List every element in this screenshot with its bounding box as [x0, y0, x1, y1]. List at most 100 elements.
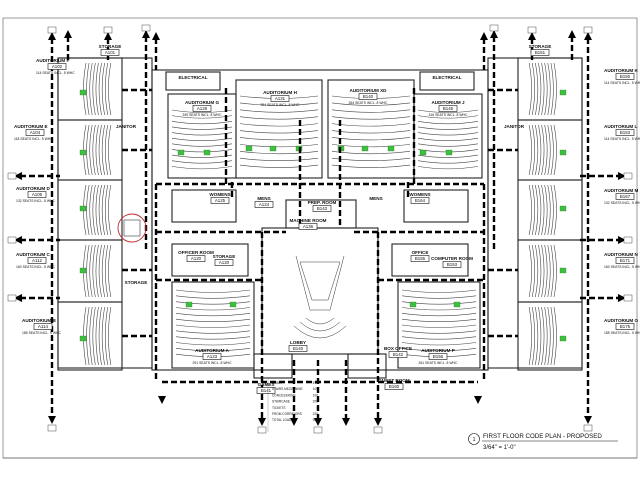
svg-text:MACHINE ROOM: MACHINE ROOM: [289, 218, 326, 223]
revision-cloud-marker: [117, 213, 147, 243]
svg-text:961: 961: [313, 418, 319, 422]
svg-text:CONCESSIONS: CONCESSIONS: [272, 393, 296, 397]
svg-text:339 SEATS INCL. 8 WHC: 339 SEATS INCL. 8 WHC: [183, 113, 222, 117]
egress-paths: [7, 24, 633, 434]
svg-text:B156: B156: [433, 354, 444, 359]
svg-text:TICKETS: TICKETS: [272, 406, 285, 410]
legend-row: STAIRS MEZZANINE 100: [272, 387, 318, 391]
building-walls: [57, 57, 583, 379]
svg-text:A120: A120: [191, 256, 202, 261]
svg-text:510: 510: [313, 381, 319, 385]
svg-text:AUDITORIUM G: AUDITORIUM G: [185, 100, 220, 105]
svg-text:STAIRS MEZZANINE: STAIRS MEZZANINE: [272, 387, 303, 391]
svg-text:AUDITORIUM K: AUDITORIUM K: [604, 68, 639, 73]
svg-text:PREP. ROOM: PREP. ROOM: [308, 200, 337, 205]
svg-text:AUDITORIUM J: AUDITORIUM J: [431, 100, 465, 105]
svg-text:A136: A136: [303, 224, 314, 229]
svg-text:MENS: MENS: [369, 196, 382, 201]
svg-text:MENS: MENS: [257, 196, 270, 201]
svg-text:4: 4: [316, 406, 318, 410]
svg-text:B155: B155: [415, 256, 426, 261]
svg-text:B153: B153: [620, 130, 631, 135]
svg-text:100: 100: [313, 387, 319, 391]
svg-text:291 SEATS INCL. 8 WHC: 291 SEATS INCL. 8 WHC: [193, 361, 232, 365]
svg-text:WOMENS: WOMENS: [409, 192, 430, 197]
svg-text:A125: A125: [215, 198, 226, 203]
room-tag-electrical-r: ELECTRICAL: [432, 75, 461, 80]
svg-text:A124: A124: [259, 202, 270, 207]
room-tag-mens-r: MENS: [369, 196, 382, 201]
svg-text:LOBBY: LOBBY: [272, 381, 284, 385]
legend-row: STAIRCASE 205: [272, 400, 318, 404]
svg-text:AUDITORIUM A: AUDITORIUM A: [195, 348, 229, 353]
svg-text:A131: A131: [275, 96, 286, 101]
legend-row: CONCESSIONS 100: [272, 393, 318, 397]
svg-text:AUDITORIUM XD: AUDITORIUM XD: [350, 88, 388, 93]
svg-text:FROM CORRIDORS: FROM CORRIDORS: [272, 412, 302, 416]
sheet-border: [2, 17, 638, 459]
svg-text:205: 205: [313, 400, 319, 404]
svg-text:A104: A104: [30, 130, 41, 135]
svg-text:114 SEATS INCL. 5 WHC: 114 SEATS INCL. 5 WHC: [604, 81, 640, 85]
svg-text:JANITOR: JANITOR: [116, 124, 137, 129]
svg-text:GAMES: GAMES: [258, 382, 275, 387]
lobby-concession: [293, 255, 347, 339]
drawing-title: FIRST FLOOR CODE PLAN - PROPOSED: [483, 433, 602, 440]
svg-text:STAIRCASE: STAIRCASE: [272, 400, 290, 404]
svg-text:B167: B167: [620, 194, 631, 199]
svg-text:A114: A114: [38, 324, 48, 329]
svg-text:B142: B142: [393, 352, 404, 357]
svg-text:B175: B175: [620, 324, 631, 329]
svg-text:AUDITORIUM E: AUDITORIUM E: [14, 124, 48, 129]
svg-text:B141: B141: [261, 388, 272, 393]
svg-text:GUEST ROOM: GUEST ROOM: [378, 378, 410, 383]
svg-text:118 SEATS INCL. 5 WHC: 118 SEATS INCL. 5 WHC: [14, 137, 53, 141]
svg-text:STORAGE: STORAGE: [99, 44, 122, 49]
svg-text:114 SEATS INCL. 5 WHC: 114 SEATS INCL. 5 WHC: [36, 71, 75, 75]
svg-text:B140: B140: [363, 94, 374, 99]
svg-text:WOMENS: WOMENS: [209, 192, 230, 197]
svg-text:A102: A102: [52, 64, 63, 69]
svg-text:185 SEATS INCL. 5 WHC: 185 SEATS INCL. 5 WHC: [22, 331, 61, 335]
svg-text:316 SEATS INCL. 8 WHC: 316 SEATS INCL. 8 WHC: [429, 113, 468, 117]
svg-text:AUDITORIUM H: AUDITORIUM H: [263, 90, 298, 95]
svg-text:B150: B150: [620, 74, 631, 79]
svg-text:ELECTRICAL: ELECTRICAL: [178, 75, 207, 80]
svg-text:AUDITORIUM P: AUDITORIUM P: [421, 348, 455, 353]
svg-text:B160: B160: [389, 384, 400, 389]
svg-text:COMPUTER ROOM: COMPUTER ROOM: [431, 256, 473, 261]
svg-text:AUDITORIUM M: AUDITORIUM M: [604, 188, 639, 193]
svg-text:A101: A101: [105, 50, 116, 55]
svg-text:A106: A106: [32, 192, 43, 197]
drawing-scale: 3/64" = 1'-0": [483, 445, 516, 451]
svg-text:A120: A120: [219, 260, 230, 265]
svg-text:STORAGE: STORAGE: [213, 254, 236, 259]
svg-text:JANITOR: JANITOR: [504, 124, 525, 129]
svg-text:114 SEATS INCL. 5 WHC: 114 SEATS INCL. 5 WHC: [604, 137, 640, 141]
svg-text:100: 100: [313, 393, 319, 397]
seating-rows: [79, 62, 567, 366]
